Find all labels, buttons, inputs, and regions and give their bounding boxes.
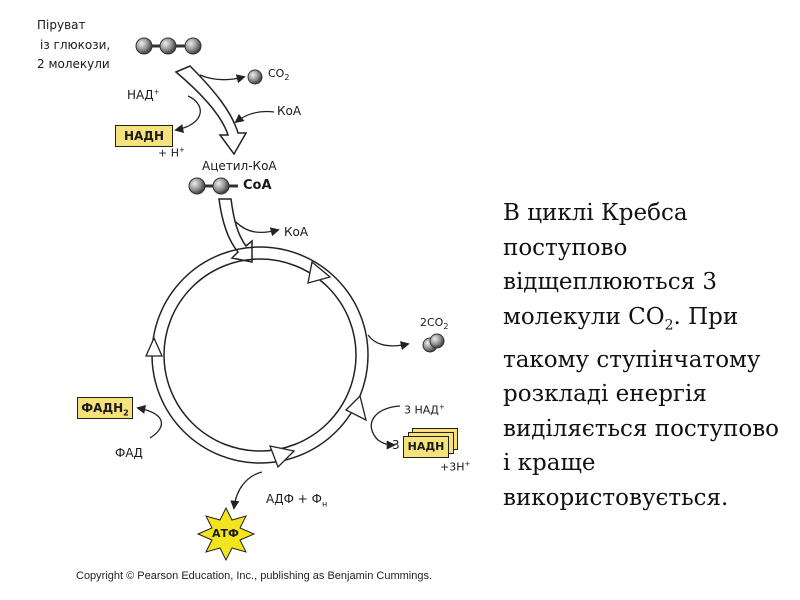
coa-release-arrow <box>235 221 280 237</box>
fad-to-fadh2-arrow <box>136 404 162 439</box>
co2-top-label: CO2 <box>268 67 290 83</box>
atp-star <box>196 506 256 562</box>
nad3-label: 3 НАД+ <box>404 403 445 417</box>
pyruvate-label: Піруват <box>37 18 86 32</box>
co2-molecules-cycle <box>422 333 445 353</box>
coa-input-arrow <box>234 110 275 124</box>
co2-cycle-label: 2CO2 <box>420 316 449 332</box>
coa-top-label: КоА <box>277 104 302 118</box>
nadh3-count-label: 3 <box>392 438 400 452</box>
co2-cycle-arrow <box>367 334 410 351</box>
fad-label: ФАД <box>115 446 143 460</box>
nadh3-box: НАДН <box>403 436 449 458</box>
description-paragraph: В циклі Кребса поступово відщеплюються 3… <box>503 200 780 511</box>
fadh2-box: ФАДН2 <box>77 397 133 419</box>
pyruvate-to-acetyl-arrow <box>174 65 248 156</box>
h-plus-label: + H+ <box>158 146 185 160</box>
nad3-to-nadh3-arrow <box>370 405 401 450</box>
pyruvate-molecule <box>135 37 202 55</box>
acetyl-coa-label: Ацетил-КоА <box>202 159 277 173</box>
co2-molecule-top <box>247 69 263 85</box>
co2-release-arrow <box>199 74 246 84</box>
adp-label: АДФ + Фн <box>266 492 328 509</box>
nad-to-nadh-arrow <box>174 95 201 134</box>
nadh-top-box: НАДН <box>115 125 173 147</box>
coa-release-label: КоА <box>284 225 309 239</box>
krebs-cycle-ring <box>144 246 369 469</box>
h3-plus-label: +3H+ <box>440 460 471 474</box>
coa-tag-label: CoA <box>243 178 272 193</box>
pyruvate-count-label: 2 молекули <box>37 57 110 71</box>
acetyl-into-cycle-arrow <box>218 198 253 263</box>
adp-to-atp-arrow <box>230 471 263 510</box>
acetyl-coa-molecule <box>188 177 238 195</box>
copyright-text: Copyright © Pearson Education, Inc., pub… <box>76 570 433 582</box>
pyruvate-source-label: із глюкози, <box>40 38 111 52</box>
nad-top-label: НАД+ <box>127 88 160 102</box>
atp-label: АТФ <box>212 527 239 540</box>
